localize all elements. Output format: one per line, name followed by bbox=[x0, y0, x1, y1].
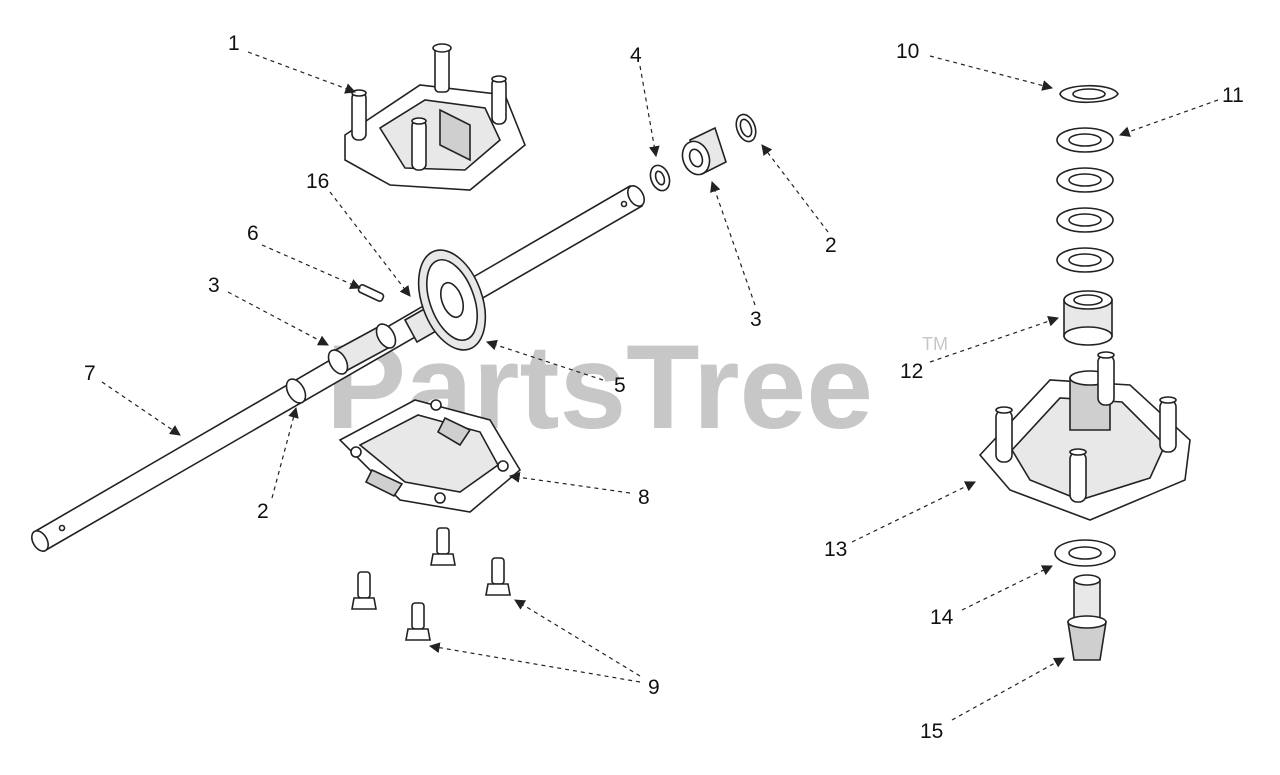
part-9-bolt-4[interactable] bbox=[405, 602, 431, 641]
part-15-pinion-gear[interactable] bbox=[1067, 574, 1107, 661]
leader-6 bbox=[261, 244, 361, 290]
callout-7[interactable]: 7 bbox=[84, 362, 96, 385]
leader-8 bbox=[508, 472, 631, 494]
callout-6[interactable]: 6 bbox=[247, 222, 259, 245]
callout-5[interactable]: 5 bbox=[614, 374, 626, 397]
callout-8[interactable]: 8 bbox=[638, 486, 650, 509]
leader-13 bbox=[851, 481, 976, 543]
leader-11 bbox=[1118, 99, 1219, 137]
leader-10 bbox=[929, 55, 1054, 91]
part-8-lower-housing[interactable] bbox=[338, 399, 522, 513]
callout-14[interactable]: 14 bbox=[930, 606, 954, 629]
callout-15[interactable]: 15 bbox=[920, 720, 943, 743]
leader-14 bbox=[961, 565, 1053, 611]
callout-9[interactable]: 9 bbox=[648, 676, 660, 699]
callout-13[interactable]: 13 bbox=[824, 538, 847, 561]
part-4-washer[interactable] bbox=[647, 163, 673, 194]
part-5-bevel-gear[interactable] bbox=[406, 241, 498, 359]
part-10-e-clip[interactable] bbox=[1059, 84, 1119, 104]
leader-lines bbox=[101, 51, 1219, 721]
part-9-bolt-1[interactable] bbox=[430, 527, 456, 566]
callout-11[interactable]: 11 bbox=[1222, 84, 1244, 107]
callout-2-right[interactable]: 2 bbox=[825, 234, 837, 257]
part-2-washer-right[interactable] bbox=[733, 112, 759, 144]
part-2-bushing-left[interactable] bbox=[283, 376, 310, 407]
leader-7 bbox=[101, 381, 181, 436]
leader-12 bbox=[929, 316, 1060, 363]
leader-3-left bbox=[227, 291, 329, 346]
callout-3-left[interactable]: 3 bbox=[208, 274, 220, 297]
part-6-pin[interactable] bbox=[357, 284, 385, 302]
part-13-gear-housing[interactable] bbox=[978, 351, 1191, 521]
leader-9-b bbox=[428, 642, 641, 683]
callout-12[interactable]: 12 bbox=[900, 360, 923, 383]
leader-2-left bbox=[271, 406, 299, 499]
leader-9-a bbox=[514, 599, 641, 677]
part-9-bolt-3[interactable] bbox=[351, 571, 377, 610]
part-3-bushing-right[interactable] bbox=[678, 126, 727, 178]
part-11-washer-1[interactable] bbox=[1056, 127, 1114, 153]
callout-10[interactable]: 10 bbox=[896, 40, 919, 63]
callout-3-right[interactable]: 3 bbox=[750, 308, 762, 331]
part-11-washer-3[interactable] bbox=[1056, 207, 1114, 233]
callout-4[interactable]: 4 bbox=[630, 44, 642, 67]
leader-2-right bbox=[761, 144, 829, 233]
part-9-bolt-2[interactable] bbox=[485, 557, 511, 596]
callout-labels: 1 16 6 3 7 2 5 8 9 4 3 2 10 11 12 13 14 … bbox=[84, 32, 1244, 743]
part-1-upper-housing[interactable] bbox=[344, 43, 526, 191]
part-12-needle-bearing[interactable] bbox=[1063, 290, 1113, 346]
leader-15 bbox=[951, 657, 1065, 721]
callout-16[interactable]: 16 bbox=[306, 170, 329, 193]
leader-16 bbox=[329, 191, 411, 297]
watermark-trademark: TM bbox=[922, 334, 948, 354]
callout-2-left[interactable]: 2 bbox=[257, 500, 269, 523]
leader-3-right bbox=[710, 180, 756, 306]
part-3-sleeve-left[interactable] bbox=[325, 321, 400, 378]
leader-1 bbox=[247, 51, 357, 94]
part-14-washer[interactable] bbox=[1054, 539, 1116, 567]
leader-4 bbox=[639, 65, 660, 158]
part-11-washer-4[interactable] bbox=[1056, 247, 1114, 273]
part-11-washer-2[interactable] bbox=[1056, 167, 1114, 193]
callout-1[interactable]: 1 bbox=[228, 32, 240, 55]
